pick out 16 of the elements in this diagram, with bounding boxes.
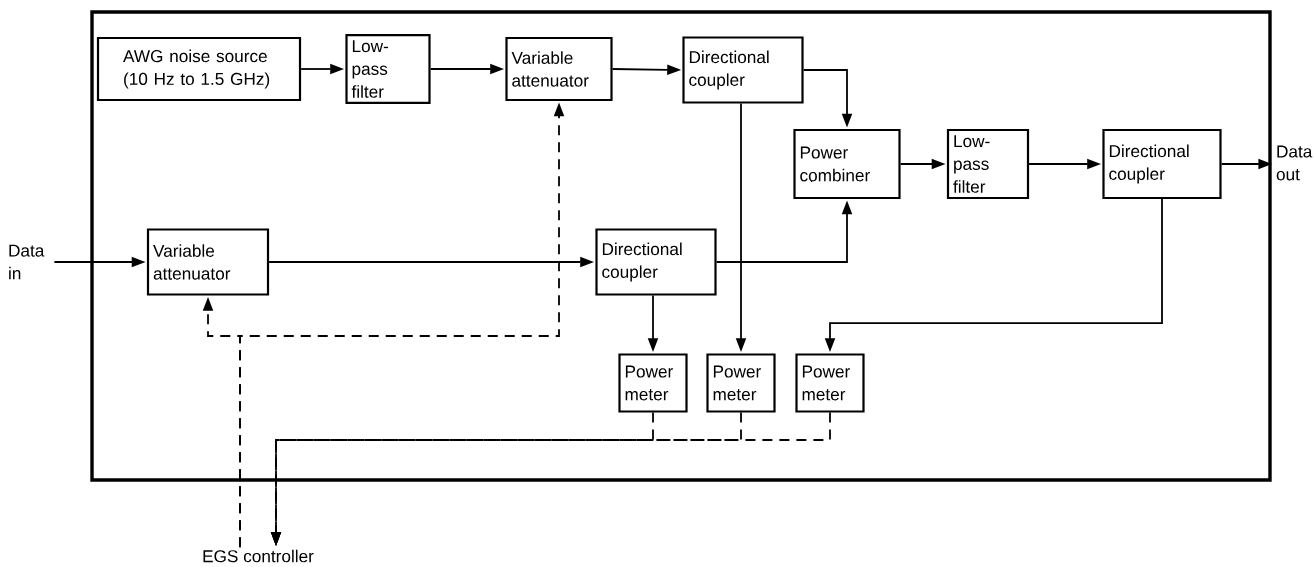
block-box: Power meter <box>618 353 688 413</box>
block-box: Variable attenuator <box>505 36 613 102</box>
block-box: Power meter <box>795 353 865 413</box>
block-box: Directional coupler <box>682 36 804 104</box>
system-boundary-box <box>90 10 1272 482</box>
block-box: Low-pass filter <box>946 128 1030 200</box>
port-label: Data in <box>9 244 45 280</box>
block-box: Directional coupler <box>595 228 717 296</box>
block-box: Variable attenuator <box>146 228 270 296</box>
block-box: Low-pass filter <box>345 34 431 104</box>
block-box: Directional coupler <box>1102 128 1222 200</box>
block-box: Power combiner <box>793 128 901 200</box>
port-label: Data out <box>1276 145 1313 181</box>
controller-label: EGS controller <box>203 549 314 563</box>
block-box: Power meter <box>706 353 776 413</box>
block-box: AWG noise source (10 Hz to 1.5 GHz) <box>96 36 302 102</box>
